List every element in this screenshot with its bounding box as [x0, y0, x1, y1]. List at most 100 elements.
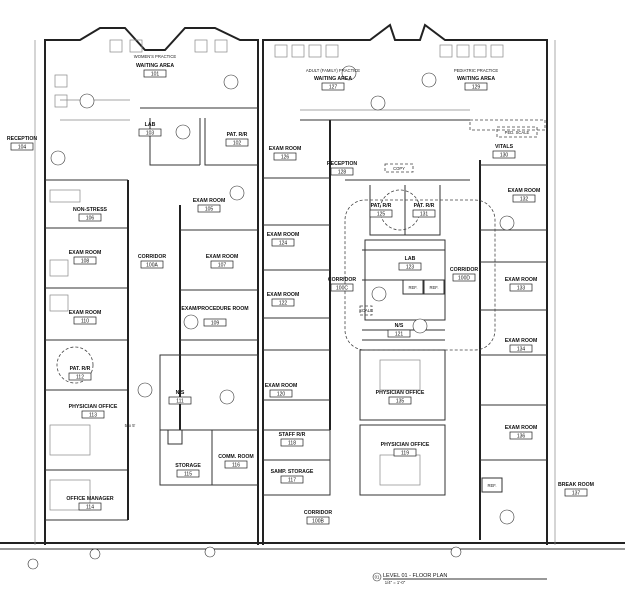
- svg-text:110: 110: [81, 319, 89, 325]
- svg-text:132: 132: [520, 197, 529, 203]
- svg-text:124: 124: [279, 241, 288, 247]
- room-125: PAT. R/R 125: [369, 203, 393, 218]
- room-117: SAMP. STORAGE 117: [271, 469, 314, 484]
- svg-text:PEDIATRIC PRACTICE: PEDIATRIC PRACTICE: [454, 68, 499, 73]
- svg-text:EXAM ROOM: EXAM ROOM: [193, 198, 226, 204]
- svg-text:103: 103: [146, 131, 155, 137]
- room-100a: CORRIDOR 100A: [138, 254, 166, 269]
- svg-text:PHYSICIAN OFFICE: PHYSICIAN OFFICE: [381, 442, 430, 448]
- svg-text:REF.: REF.: [408, 285, 417, 290]
- svg-text:119: 119: [401, 451, 409, 457]
- room-105: EXAM ROOM 105: [193, 198, 226, 213]
- svg-text:EXAM ROOM: EXAM ROOM: [269, 146, 302, 152]
- svg-text:SCALE: SCALE: [359, 308, 373, 313]
- room-101: WOMEN'S PRACTICE WAITING AREA 101: [134, 54, 177, 78]
- svg-text:VITALS: VITALS: [495, 144, 514, 150]
- svg-text:STAFF R/R: STAFF R/R: [279, 432, 306, 438]
- svg-text:EXAM ROOM: EXAM ROOM: [508, 188, 541, 194]
- fixture-labels: REF. REF. REF. SCALE PED. SCALE COPY 5' …: [125, 126, 538, 493]
- svg-text:COPY: COPY: [393, 166, 405, 171]
- svg-text:100C: 100C: [336, 286, 348, 292]
- svg-text:PAT. R/R: PAT. R/R: [70, 366, 91, 372]
- room-number: 101: [151, 72, 160, 78]
- svg-text:RECEPTION: RECEPTION: [327, 161, 358, 167]
- svg-text:121: 121: [395, 332, 404, 338]
- svg-text:105: 105: [205, 207, 214, 213]
- svg-text:133: 133: [517, 286, 526, 292]
- svg-text:128: 128: [338, 170, 347, 176]
- svg-text:N/S: N/S: [395, 323, 404, 329]
- svg-text:114: 114: [86, 505, 94, 511]
- svg-text:STORAGE: STORAGE: [175, 463, 201, 469]
- svg-text:EXAM ROOM: EXAM ROOM: [69, 310, 102, 316]
- room-118: STAFF R/R 118: [279, 432, 306, 447]
- svg-text:136: 136: [517, 434, 526, 440]
- svg-text:127: 127: [329, 85, 338, 91]
- svg-text:100A: 100A: [146, 263, 158, 269]
- svg-text:CORRIDOR: CORRIDOR: [138, 254, 166, 260]
- svg-text:135: 135: [396, 399, 405, 405]
- svg-text:CORRIDOR: CORRIDOR: [304, 510, 332, 516]
- room-name: WAITING AREA: [136, 63, 174, 69]
- room-100b: CORRIDOR 100B: [304, 510, 332, 525]
- svg-text:PHYSICIAN OFFICE: PHYSICIAN OFFICE: [69, 404, 118, 410]
- room-121: N/S 121: [387, 323, 411, 338]
- room-124: EXAM ROOM 124: [267, 232, 300, 247]
- svg-text:129: 129: [472, 85, 481, 91]
- svg-text:100B: 100B: [312, 519, 324, 525]
- building-walls: [0, 23, 625, 550]
- svg-text:EXAM ROOM: EXAM ROOM: [206, 254, 239, 260]
- room-128: RECEPTION 128: [327, 161, 358, 176]
- room-127: ADULT (FAMILY) PRACTICE WAITING AREA 127: [306, 68, 360, 91]
- svg-text:EXAM ROOM: EXAM ROOM: [265, 383, 298, 389]
- svg-text:01: 01: [375, 575, 380, 580]
- svg-text:134: 134: [517, 347, 526, 353]
- drawing-title: 01 LEVEL 01 - FLOOR PLAN 1/4" = 1'-0": [372, 572, 547, 585]
- svg-text:130: 130: [500, 153, 509, 159]
- svg-text:118: 118: [288, 441, 296, 447]
- room-110: EXAM ROOM 110: [69, 310, 102, 325]
- svg-text:PAT. R/R: PAT. R/R: [371, 203, 392, 209]
- svg-text:EXAM/PROCEDURE ROOM: EXAM/PROCEDURE ROOM: [181, 306, 248, 312]
- room-119: PHYSICIAN OFFICE 119: [381, 442, 430, 457]
- svg-text:CORRIDOR: CORRIDOR: [328, 277, 356, 283]
- room-135: PHYSICIAN OFFICE 135: [376, 390, 425, 405]
- svg-text:EXAM ROOM: EXAM ROOM: [69, 250, 102, 256]
- svg-text:EXAM ROOM: EXAM ROOM: [267, 232, 300, 238]
- svg-text:PHYSICIAN OFFICE: PHYSICIAN OFFICE: [376, 390, 425, 396]
- svg-text:EXAM ROOM: EXAM ROOM: [505, 277, 538, 283]
- room-132: EXAM ROOM 132: [508, 188, 541, 203]
- svg-text:5' x 5': 5' x 5': [125, 423, 136, 428]
- svg-text:SAMP. STORAGE: SAMP. STORAGE: [271, 469, 314, 475]
- svg-text:123: 123: [406, 265, 415, 271]
- svg-text:104: 104: [18, 145, 27, 151]
- svg-text:LAB: LAB: [405, 256, 416, 262]
- room-labels: WOMEN'S PRACTICE WAITING AREA 101 RECEPT…: [7, 54, 594, 525]
- svg-text:115: 115: [184, 472, 192, 478]
- svg-text:125: 125: [377, 212, 386, 218]
- svg-text:COMM. ROOM: COMM. ROOM: [218, 454, 253, 460]
- svg-text:111: 111: [176, 399, 184, 405]
- svg-text:WAITING AREA: WAITING AREA: [314, 76, 352, 82]
- svg-text:117: 117: [288, 478, 296, 484]
- svg-text:102: 102: [233, 141, 242, 147]
- room-115: STORAGE 115: [175, 463, 201, 478]
- svg-text:CORRIDOR: CORRIDOR: [450, 267, 478, 273]
- svg-text:REF.: REF.: [487, 483, 496, 488]
- svg-text:BREAK ROOM: BREAK ROOM: [558, 482, 594, 488]
